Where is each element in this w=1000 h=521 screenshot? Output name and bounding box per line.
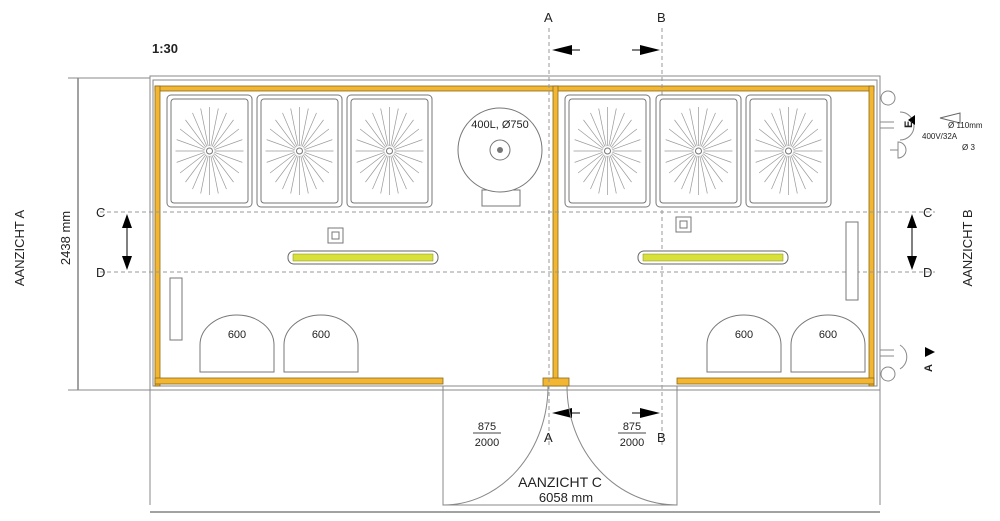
- power-label: 400V/32A: [922, 132, 958, 141]
- power-symbol: E: [903, 121, 915, 128]
- sink-size-label: 600: [735, 329, 753, 341]
- section-label-a-top: A: [544, 10, 553, 25]
- sink-size-label: 600: [228, 329, 246, 341]
- door-height-right: 2000: [620, 437, 644, 449]
- section-label-c-left: C: [96, 205, 105, 220]
- sink-size-label: 600: [312, 329, 330, 341]
- view-a-label: AANZICHT A: [12, 210, 27, 287]
- door-width-right: 875: [623, 421, 641, 433]
- boiler-label: 400L, Ø750: [471, 119, 529, 131]
- doors: [149, 385, 881, 506]
- light-fixtures: [287, 216, 789, 265]
- view-a-marker: A: [923, 364, 935, 372]
- water-label: Ø 3: [962, 143, 975, 152]
- sinks: 600 600 600 600: [199, 314, 866, 373]
- section-label-d-right: D: [923, 265, 932, 280]
- boiler: 400L, Ø750: [457, 107, 543, 207]
- scale-label: 1:30: [152, 41, 178, 56]
- section-label-d-left: D: [96, 265, 105, 280]
- utility-connections: Ø 110mm 400V/32A Ø 3 E A: [880, 90, 983, 382]
- section-label-c-right: C: [923, 205, 932, 220]
- door-height-left: 2000: [475, 437, 499, 449]
- width-dimension: 2438 mm: [58, 211, 73, 265]
- shower-trays: [166, 94, 832, 208]
- building-outline: [149, 75, 881, 391]
- length-dimension: 6058 mm: [539, 490, 593, 505]
- section-label-b-bottom: B: [657, 430, 666, 445]
- section-label-b-top: B: [657, 10, 666, 25]
- walls: [154, 85, 875, 387]
- view-b-label: AANZICHT B: [960, 209, 975, 286]
- section-arrows: [122, 45, 917, 418]
- sink-size-label: 600: [819, 329, 837, 341]
- door-width-left: 875: [478, 421, 496, 433]
- section-label-a-bottom: A: [544, 430, 553, 445]
- radiator-right: [845, 221, 859, 301]
- view-c-label: AANZICHT C: [518, 474, 602, 490]
- drain-label: Ø 110mm: [948, 121, 983, 130]
- radiator-left: [169, 277, 183, 341]
